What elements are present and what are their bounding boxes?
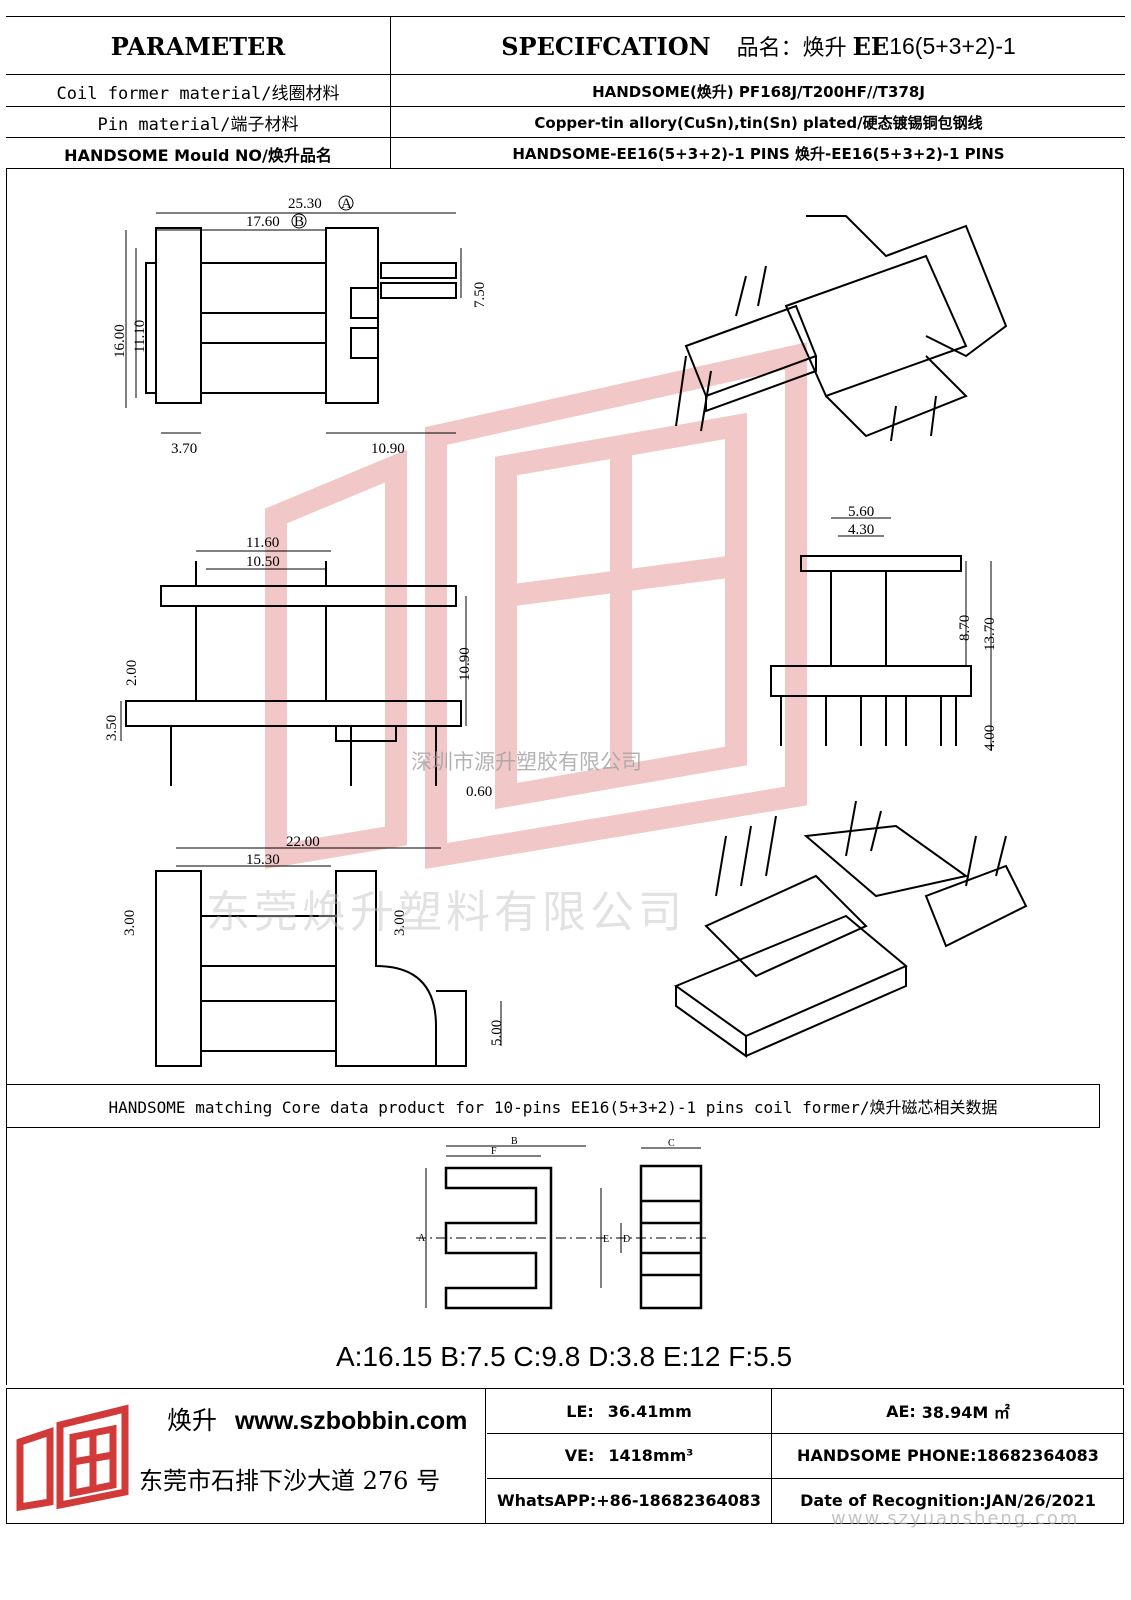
parameter-header: PARAMETER — [110, 31, 286, 61]
dim-G: 7.50 — [472, 282, 488, 308]
dim-F: 10.90 — [371, 441, 405, 457]
svg-text:C: C — [668, 1138, 675, 1149]
bottom-view-drawing: 22.00 15.30 3.00 3.00 5.00 — [122, 834, 505, 1067]
param-label: Pin material/端子材料 — [97, 115, 299, 135]
dim-M: 0.60 — [466, 784, 492, 800]
dim-V: 5.00 — [489, 1020, 505, 1046]
dim-C: 16.00 — [112, 324, 128, 358]
dim-L: 10.90 — [457, 647, 473, 681]
param-value: HANDSOME-EE16(5+3+2)-1 PINS 焕升-EE16(5+3+… — [512, 145, 1005, 163]
whatsapp-cell: WhatsAPP:+86-18682364083 — [496, 1491, 761, 1510]
footer-table: 焕升 www.szbobbin.com 东莞市石排下沙大道 276 号 LE:3… — [6, 1388, 1124, 1524]
dim-T: 3.00 — [122, 910, 138, 936]
footer-brand: 焕升 www.szbobbin.com — [167, 1406, 468, 1435]
svg-text:B: B — [294, 214, 304, 230]
svg-text:A: A — [418, 1233, 426, 1244]
dim-S: 15.30 — [246, 852, 280, 868]
top-view-drawing: 25.30 A 17.60 B 3.70 10.90 16.00 11.10 7… — [112, 195, 488, 457]
param-row-pin: Pin material/端子材料 Copper-tin allory(CuSn… — [6, 106, 1125, 138]
front-view-drawing: 5.60 4.30 8.70 13.70 4.00 — [770, 504, 998, 751]
watermark-url: www.szyuansheng.com — [831, 1508, 1080, 1529]
dim-R: 22.00 — [286, 834, 320, 850]
dim-H: 11.60 — [246, 535, 279, 551]
dim-K: 2.00 — [124, 660, 140, 686]
dim-I: 10.50 — [246, 554, 280, 570]
core-title: HANDSOME matching Core data product for … — [108, 1098, 998, 1117]
dim-B: 17.60 — [246, 214, 280, 230]
header-row: PARAMETER SPECIFCATION 品名：焕升 EE 16(5+3+2… — [6, 16, 1125, 75]
dim-E: 3.70 — [171, 441, 197, 457]
side-view-drawing: 11.60 10.50 10.90 2.00 3.50 0.60 — [104, 535, 492, 800]
specification-header: SPECIFCATION 品名：焕升 EE 16(5+3+2)-1 — [501, 31, 1016, 62]
dim-O: 4.30 — [848, 522, 874, 538]
param-row-mould: HANDSOME Mould NO/焕升品名 HANDSOME-EE16(5+3… — [6, 137, 1125, 169]
drawing-area — [6, 168, 1124, 1385]
dim-U: 3.00 — [392, 910, 408, 936]
dim-Q: 13.70 — [982, 617, 998, 651]
website-link[interactable]: www.szbobbin.com — [234, 1407, 468, 1435]
dim-N: 5.60 — [848, 504, 874, 520]
param-value: HANDSOME(焕升) PF168J/T200HF//T378J — [592, 82, 925, 101]
spec-sheet: PARAMETER SPECIFCATION 品名：焕升 EE 16(5+3+2… — [6, 16, 1125, 1564]
date-cell: Date of Recognition:JAN/26/2021 — [800, 1491, 1096, 1510]
svg-text:D: D — [623, 1234, 630, 1245]
param-row-coil: Coil former material/线圈材料 HANDSOME(焕升) P… — [6, 74, 1125, 107]
phone-cell: HANDSOME PHONE:18682364083 — [797, 1446, 1099, 1465]
core-data-values: A:16.15 B:7.5 C:9.8 D:3.8 E:12 F:5.5 — [335, 1341, 793, 1372]
param-label: Coil former material/线圈材料 — [56, 83, 340, 104]
watermark-logo — [265, 342, 807, 869]
core-e-drawing: B F A C E D — [416, 1136, 706, 1310]
ae-cell: AE:38.94M ㎡ — [886, 1401, 1010, 1423]
dim-P: 8.70 — [957, 615, 973, 641]
dim-J: 3.50 — [104, 715, 120, 741]
dim-Qb: 4.00 — [982, 725, 998, 751]
le-cell: LE:36.41mm — [566, 1401, 692, 1421]
svg-text:B: B — [511, 1136, 518, 1147]
dim-A: 25.30 — [288, 196, 322, 212]
svg-text:A: A — [341, 196, 352, 212]
isometric-view-bottom — [673, 800, 1028, 1058]
ve-cell: VE:1418mm³ — [564, 1446, 694, 1465]
footer-address: 东莞市石排下沙大道 276 号 — [139, 1467, 441, 1495]
param-value: Copper-tin allory(CuSn),tin(Sn) plated/硬… — [534, 114, 983, 132]
isometric-view-top — [675, 215, 1008, 442]
svg-text:E: E — [603, 1234, 609, 1245]
svg-text:F: F — [491, 1146, 497, 1157]
core-title-row: HANDSOME matching Core data product for … — [6, 1084, 1100, 1128]
watermark-company-dg: 东莞焕升塑料有限公司 — [206, 887, 686, 938]
handsome-logo-icon — [16, 1404, 129, 1512]
param-label: HANDSOME Mould NO/焕升品名 — [64, 145, 332, 165]
dim-D: 11.10 — [132, 320, 148, 353]
watermark-company-sz: 深圳市源升塑胶有限公司 — [411, 750, 642, 774]
